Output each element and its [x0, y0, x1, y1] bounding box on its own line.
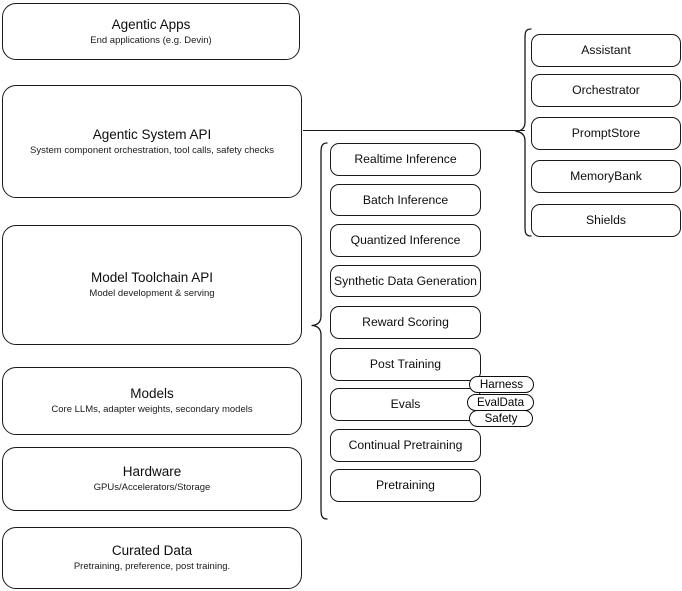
layer-subtitle: Model development & serving	[89, 288, 215, 299]
layer-box-curated-data[interactable]: Curated Data Pretraining, preference, po…	[2, 527, 302, 589]
layer-title: Model Toolchain API	[90, 270, 214, 285]
layer-title: Agentic System API	[92, 126, 212, 142]
layer-box-hardware[interactable]: Hardware GPUs/Accelerators/Storage	[2, 447, 302, 511]
layer-box-models[interactable]: Models Core LLMs, adapter weights, secon…	[2, 367, 302, 435]
system-component-label: PromptStore	[571, 126, 641, 140]
capability-label: Synthetic Data Generation	[334, 273, 477, 288]
evals-subcomponent-safety[interactable]: Safety	[469, 410, 533, 427]
capability-label: Batch Inference	[362, 192, 449, 207]
capability-box-realtime-inference[interactable]: Realtime Inference	[330, 143, 481, 176]
capability-box-pretraining[interactable]: Pretraining	[330, 469, 481, 502]
system-component-box-assistant[interactable]: Assistant	[531, 34, 681, 67]
system-component-box-shields[interactable]: Shields	[531, 204, 681, 237]
evals-subcomponent-label: Safety	[484, 412, 518, 425]
capability-label: Realtime Inference	[354, 152, 457, 166]
capability-box-reward-scoring[interactable]: Reward Scoring	[330, 306, 481, 339]
system-component-label: Shields	[586, 213, 626, 227]
system-component-box-promptstore[interactable]: PromptStore	[531, 117, 681, 150]
capability-box-synthetic-data-generation[interactable]: Synthetic Data Generation	[330, 265, 481, 297]
layer-title: Hardware	[122, 464, 182, 479]
system-component-box-orchestrator[interactable]: Orchestrator	[531, 74, 681, 107]
system-component-label: MemoryBank	[570, 169, 642, 183]
evals-subcomponent-label: Harness	[479, 378, 524, 391]
layer-subtitle: Core LLMs, adapter weights, secondary mo…	[51, 404, 253, 415]
capability-label: Post Training	[369, 357, 442, 371]
layer-subtitle: GPUs/Accelerators/Storage	[93, 482, 211, 493]
layer-subtitle: End applications (e.g. Devin)	[90, 34, 212, 46]
layer-title: Curated Data	[111, 543, 193, 558]
capability-label: Reward Scoring	[362, 315, 449, 329]
layer-title: Agentic Apps	[111, 16, 191, 32]
brace-system-components	[514, 26, 532, 240]
layer-title: Models	[130, 386, 174, 401]
capability-label: Pretraining	[376, 478, 435, 492]
capability-box-quantized-inference[interactable]: Quantized Inference	[330, 224, 481, 257]
capability-label: Continual Pretraining	[348, 438, 463, 452]
capability-box-post-training[interactable]: Post Training	[330, 348, 481, 381]
evals-subcomponent-harness[interactable]: Harness	[469, 376, 534, 393]
capability-box-continual-pretraining[interactable]: Continual Pretraining	[330, 429, 481, 462]
system-component-label: Orchestrator	[572, 83, 640, 97]
capability-label: Evals	[390, 397, 421, 411]
layer-box-model-toolchain-api[interactable]: Model Toolchain API Model development & …	[2, 225, 302, 345]
capability-label: Quantized Inference	[350, 233, 461, 247]
capability-box-evals[interactable]: Evals	[330, 388, 481, 421]
layer-box-agentic-system-api[interactable]: Agentic System API System component orch…	[2, 85, 302, 198]
evals-subcomponent-label: EvalData	[476, 396, 525, 409]
evals-subcomponent-evaldata[interactable]: EvalData	[467, 394, 534, 411]
connector-system-api-to-components	[303, 130, 525, 132]
system-component-box-memorybank[interactable]: MemoryBank	[531, 160, 681, 193]
system-component-label: Assistant	[581, 43, 631, 57]
brace-toolchain	[310, 140, 328, 522]
layer-subtitle: Pretraining, preference, post training.	[73, 561, 231, 572]
capability-box-batch-inference[interactable]: Batch Inference	[330, 184, 481, 216]
layer-box-agentic-apps[interactable]: Agentic Apps End applications (e.g. Devi…	[2, 3, 300, 60]
layer-subtitle: System component orchestration, tool cal…	[30, 144, 274, 156]
